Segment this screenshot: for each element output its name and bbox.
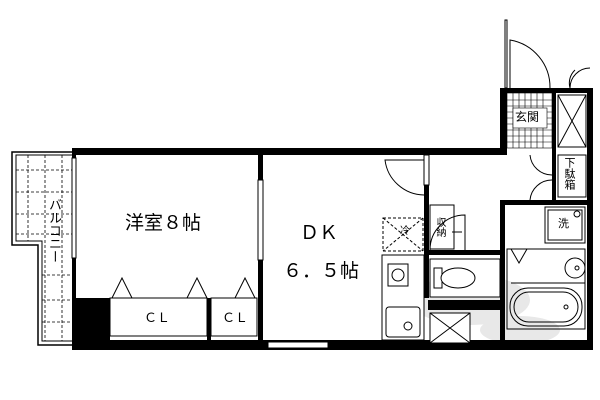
- shoe-box-label: 下駄箱: [563, 157, 576, 190]
- shoe-closet: [557, 94, 587, 198]
- washer-label: 洗: [558, 217, 569, 230]
- kitchen: [381, 217, 425, 341]
- storage: [429, 204, 462, 250]
- storage-label: 収納: [434, 217, 445, 237]
- closets: [109, 276, 258, 337]
- bathroom: [506, 248, 586, 330]
- entrance-label: 玄関: [515, 110, 540, 124]
- closet-label-2: ＣＬ: [222, 311, 249, 326]
- dk-size-label: ６．５帖: [283, 260, 360, 282]
- balcony-label: バルコニー: [46, 198, 61, 263]
- dk-label: ＤＫ: [300, 222, 339, 244]
- fridge-label: 冷: [400, 226, 410, 237]
- toilet: [429, 258, 501, 298]
- windows: [71, 154, 430, 349]
- utility-box: [429, 312, 471, 344]
- western-room-label: 洋室８帖: [125, 212, 202, 234]
- doors: [384, 19, 591, 251]
- balcony: [11, 151, 72, 346]
- closet-label-1: ＣＬ: [144, 311, 171, 326]
- washer: [544, 206, 586, 244]
